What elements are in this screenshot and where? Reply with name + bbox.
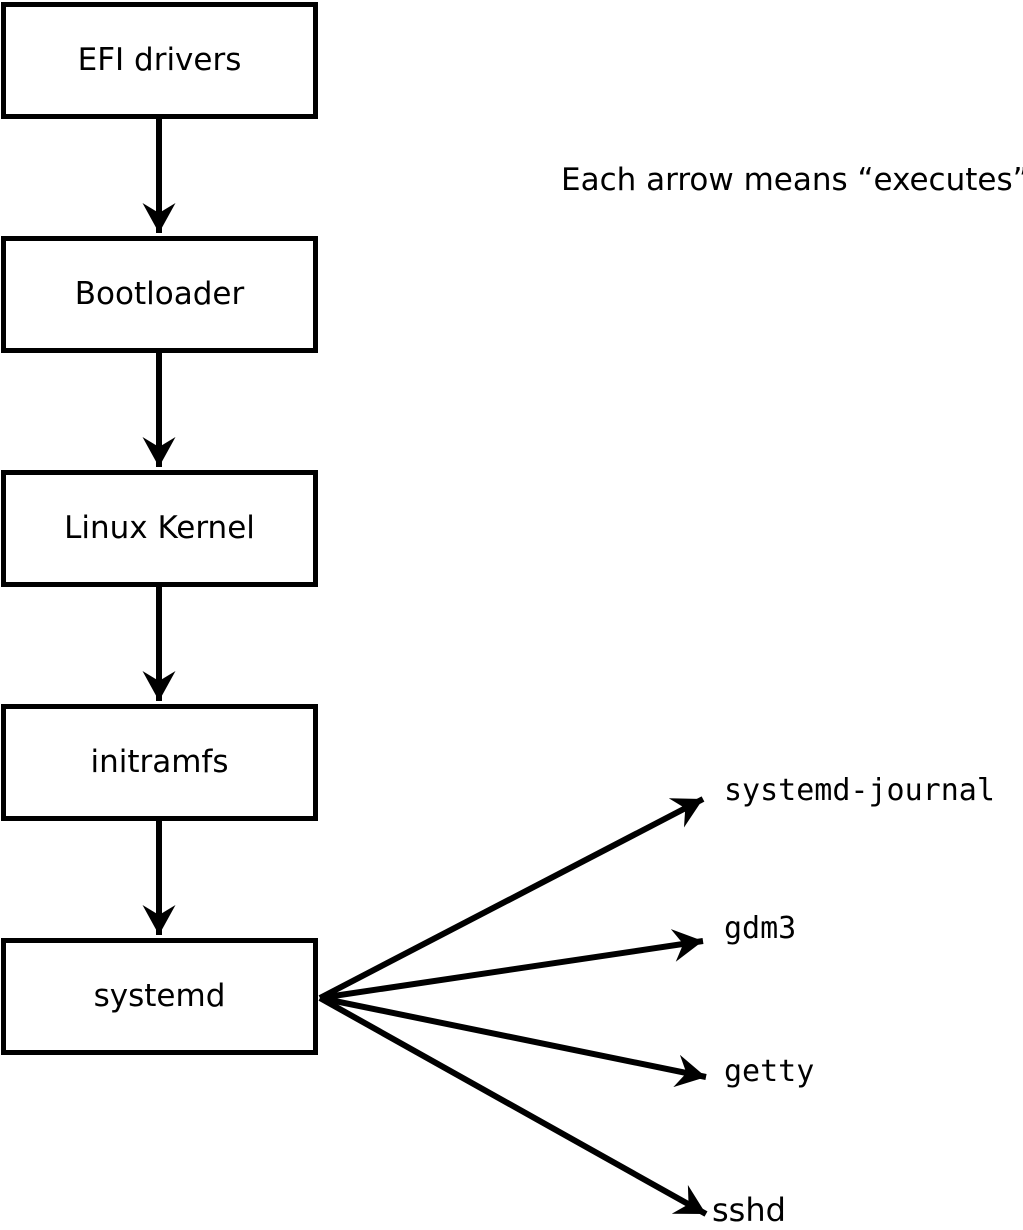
arrow-meaning-note: Each arrow means “executes”.	[561, 162, 1023, 198]
label-getty: getty	[724, 1054, 815, 1089]
box-efi-drivers: EFI drivers	[1, 2, 318, 119]
box-systemd: systemd	[1, 938, 318, 1055]
box-bootloader: Bootloader	[1, 236, 318, 353]
label-sshd: sshd	[712, 1191, 786, 1229]
box-efi-drivers-label: EFI drivers	[77, 42, 242, 78]
box-initramfs-label: initramfs	[90, 744, 229, 780]
label-systemd-journal: systemd-journal	[724, 773, 995, 808]
label-gdm3: gdm3	[724, 911, 797, 946]
arrow-systemd-to-gdm3	[319, 929, 704, 1001]
box-bootloader-label: Bootloader	[74, 276, 245, 312]
arrow-systemd-to-sshd	[318, 995, 708, 1217]
arrow-systemd-to-getty	[319, 995, 707, 1088]
box-linux-kernel: Linux Kernel	[1, 470, 318, 587]
box-linux-kernel-label: Linux Kernel	[64, 510, 255, 546]
arrow-systemd-to-journal	[318, 796, 705, 1001]
box-initramfs: initramfs	[1, 704, 318, 821]
box-systemd-label: systemd	[93, 978, 226, 1014]
